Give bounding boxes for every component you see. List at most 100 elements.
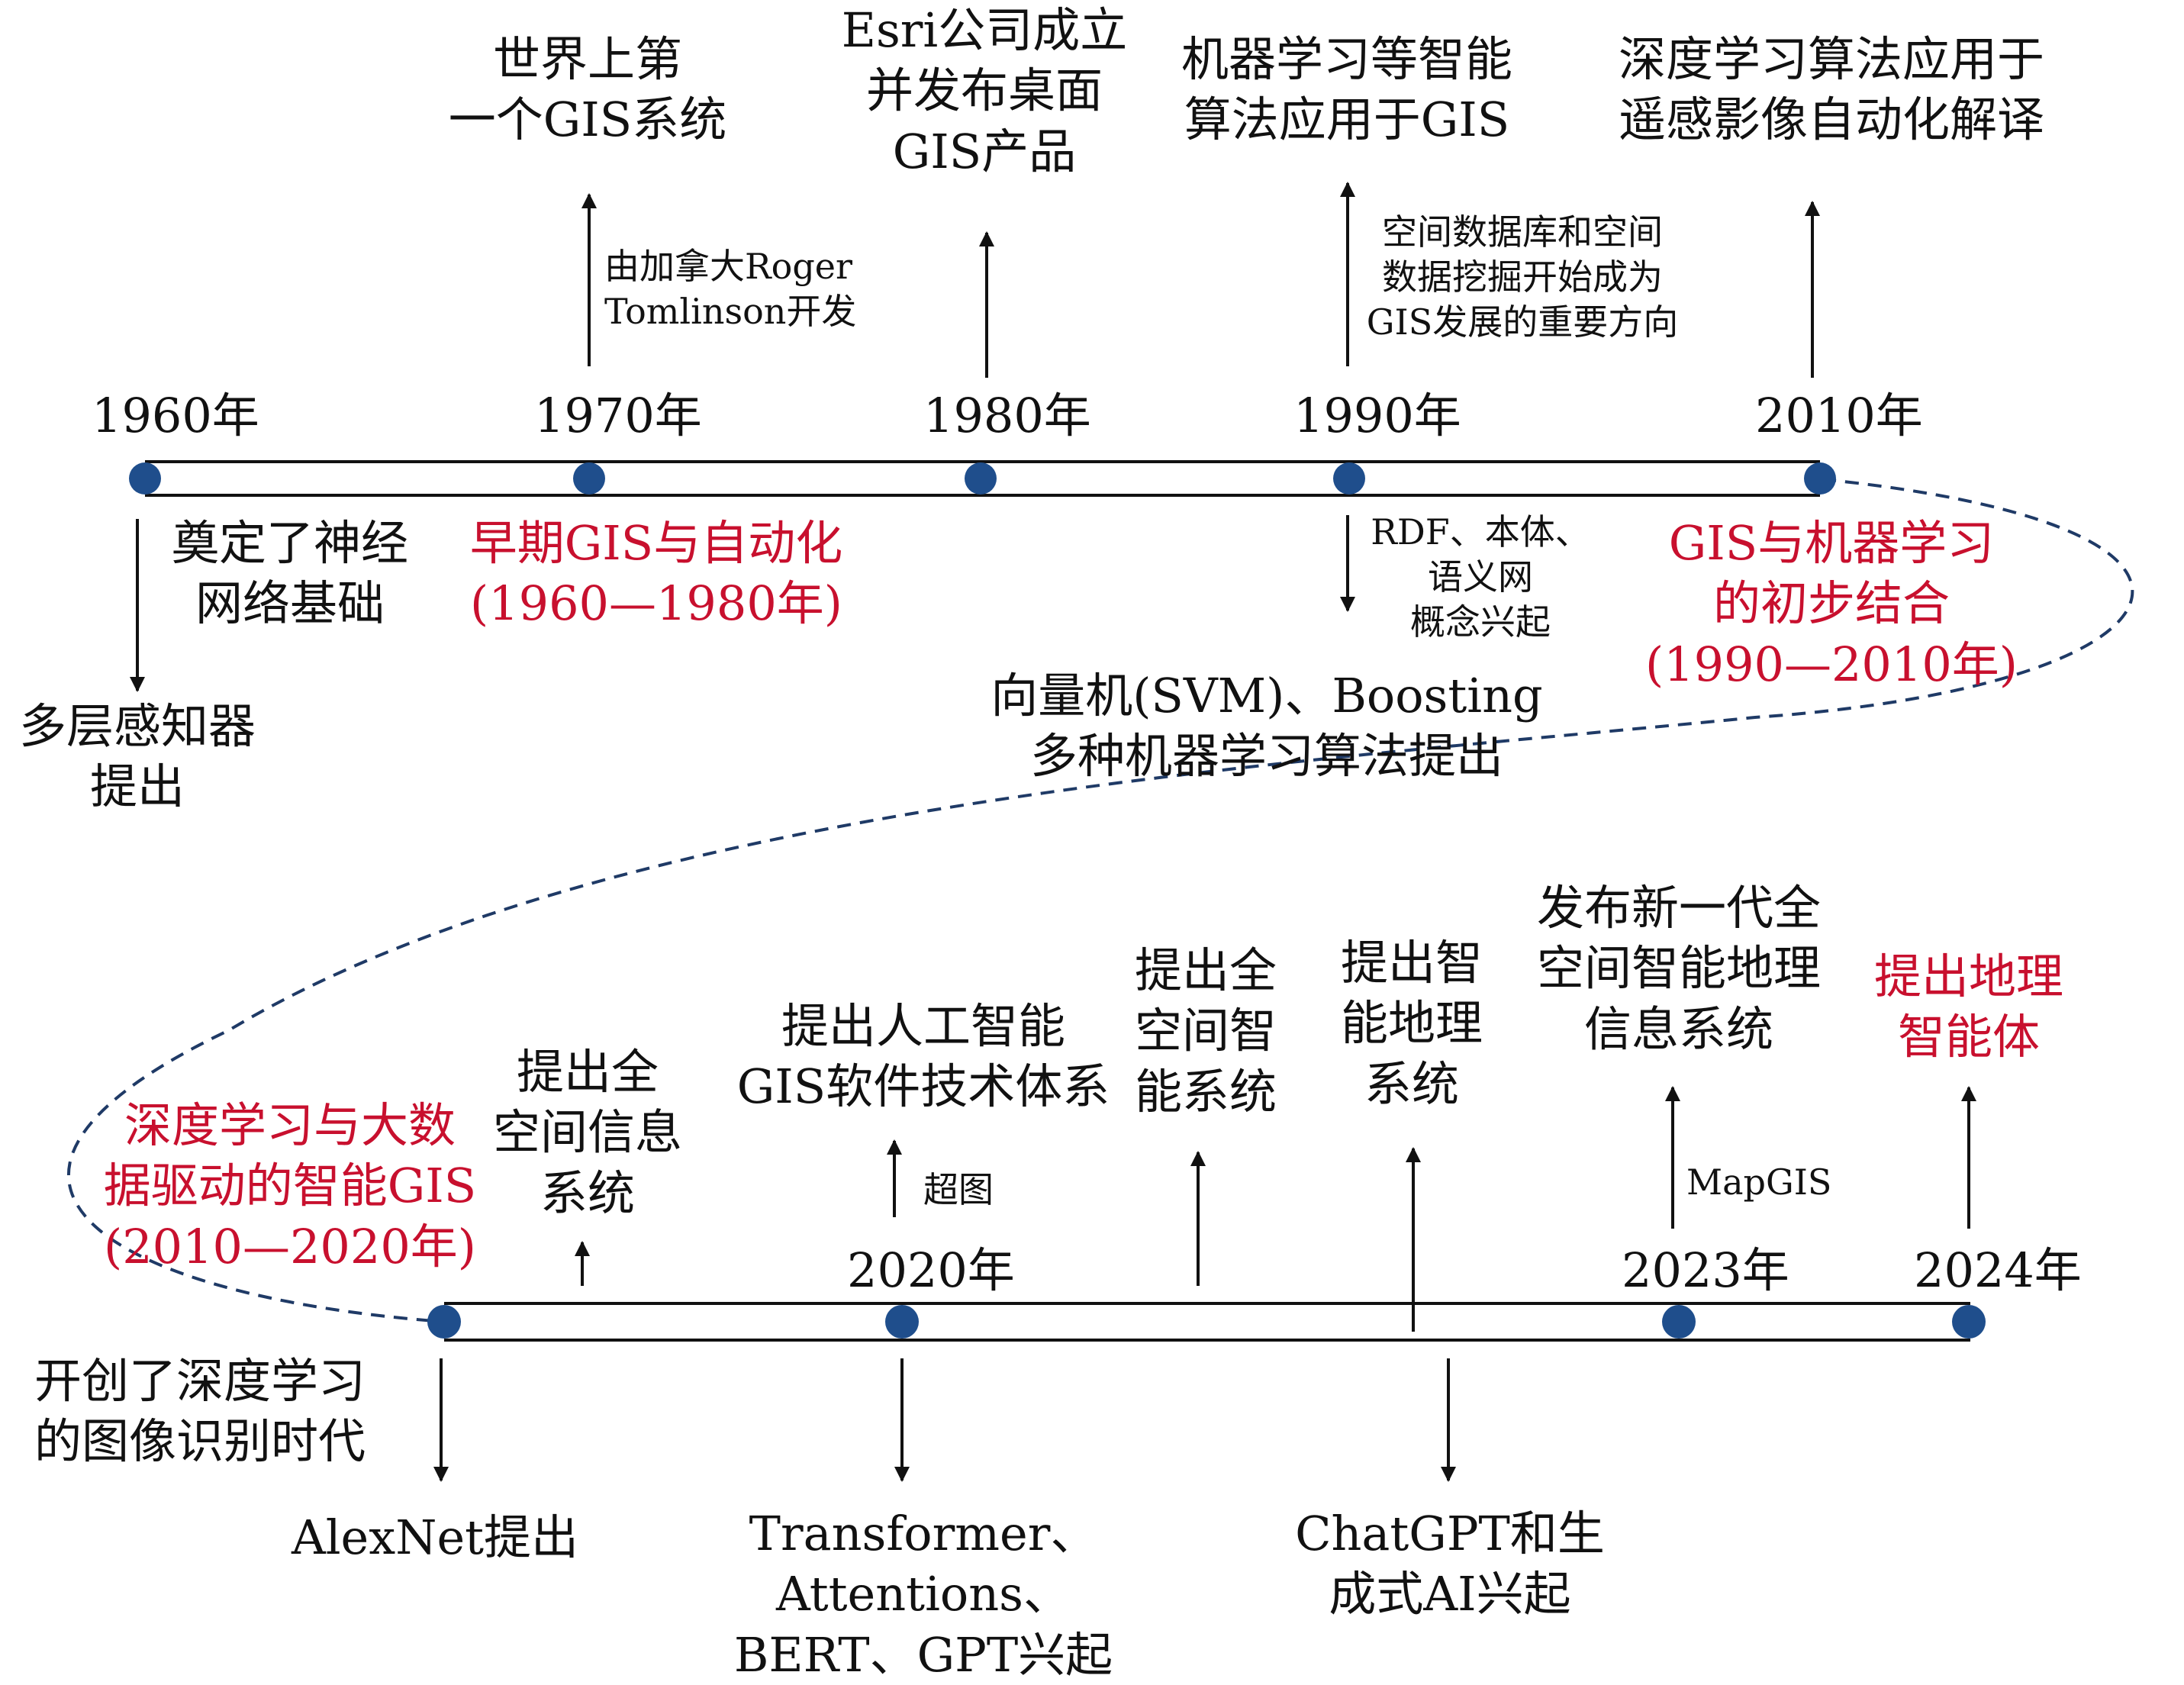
event-line: 发布新一代全 [1536,880,1821,936]
event-line: 世界上第 [492,31,682,87]
stage-early-gis: 早期GIS与自动化 (1960—1980年) [443,513,870,634]
node-2020 [885,1305,919,1339]
note-line: Tomlinson开发 [604,290,857,332]
stage-line: 深度学习与大数 [124,1097,456,1153]
note-mapgis: MapGIS [1686,1160,1854,1205]
note-line: 由加拿大Roger [604,246,852,287]
result-line: BERT、GPT兴起 [733,1626,1113,1683]
event-line: 网络基础 [195,575,385,632]
event-line: GIS产品 [892,123,1077,179]
event-esri: Esri公司成立 并发布桌面 GIS产品 [817,0,1152,182]
year-label-2024: 2024年 [1914,1242,2082,1298]
event-line: 空间智 [1134,1003,1277,1059]
note-line: 数据挖掘开始成为 [1382,256,1663,298]
event-line: 一个GIS系统 [448,92,727,148]
event-ml-gis: 机器学习等智能 算法应用于GIS [1148,29,1545,150]
event-line: 奠定了神经 [171,515,408,571]
year-label-2023: 2023年 [1622,1242,1789,1298]
event-smart-geo-system: 提出智 能地理 系统 [1313,933,1511,1114]
timeline-graphics [67,182,2134,1482]
stage-line: (2010—2020年) [104,1218,476,1274]
note-supermap: 超图 [923,1168,1076,1213]
stage-line: 的初步结合 [1712,575,1950,632]
note-line: MapGIS [1686,1161,1832,1203]
node-1990 [1333,462,1365,495]
event-line: 机器学习等智能 [1181,31,1512,87]
result-line: Transformer、Attentions、 [749,1506,1098,1622]
event-line: 遥感影像自动化解译 [1618,92,2044,148]
bottom-timeline-bar [444,1302,1970,1342]
node-1960 [129,462,161,495]
stage-gis-ml: GIS与机器学习 的初步结合 (1990—2010年) [1641,513,2022,694]
event-line: 提出地理 [1873,949,2063,1004]
note-line: RDF、本体、 [1371,511,1590,553]
event-ai-gis-system: 提出人工智能 GIS软件技术体系 [717,996,1129,1117]
event-line: 深度学习算法应用于 [1618,31,2044,87]
year-label-1960: 1960年 [92,388,259,443]
event-allspace-smart: 提出全 空间智 能系统 [1114,940,1297,1122]
event-line: 的图像识别时代 [34,1413,366,1470]
result-perceptron: 多层感知器 提出 [0,696,275,817]
top-timeline-bar [145,460,1820,497]
event-line: 提出全 [1134,942,1277,998]
note-line: 概念兴起 [1410,601,1551,643]
year-label-2020: 2020年 [847,1242,1015,1298]
event-neural-network: 奠定了神经 网络基础 [153,513,427,634]
node-2010-bottom [427,1305,461,1339]
year-label-2010: 2010年 [1755,388,1923,443]
result-line: ChatGPT和生 [1295,1506,1605,1561]
result-chatgpt: ChatGPT和生 成式AI兴起 [1282,1503,1618,1625]
result-line: 向量机(SVM)、Boosting [991,668,1543,723]
stage-line: 据驱动的智能GIS [103,1158,477,1214]
node-2024 [1952,1305,1986,1339]
note-line: GIS发展的重要方向 [1366,301,1679,343]
event-dl-image-recognition: 开创了深度学习 的图像识别时代 [34,1351,431,1472]
stage-line: (1960—1980年) [470,575,842,632]
result-line: AlexNet提出 [291,1509,579,1565]
event-quanspace-info: 提出全 空间信息 系统 [488,1042,687,1223]
node-1970 [573,462,605,495]
event-line: Esri公司成立 [841,2,1128,58]
result-line: 提出 [89,759,185,815]
event-line: 智能体 [1897,1009,2040,1065]
year-label-1980: 1980年 [923,388,1091,443]
event-line: 能系统 [1134,1063,1277,1120]
event-dl-remote-sensing: 深度学习算法应用于 遥感影像自动化解译 [1587,29,2076,150]
event-line: 提出全 [516,1044,659,1100]
result-line: 成式AI兴起 [1329,1566,1571,1622]
event-geo-agent: 提出地理 智能体 [1854,946,2083,1068]
event-line: 系统 [540,1165,635,1221]
event-line: 开创了深度学习 [34,1353,366,1409]
result-transformer: Transformer、Attentions、 BERT、GPT兴起 [633,1503,1213,1685]
event-line: GIS软件技术体系 [736,1058,1110,1115]
year-label-1970: 1970年 [534,388,702,443]
event-line: 算法应用于GIS [1184,92,1510,148]
event-line: 提出智 [1340,935,1483,991]
note-spatial-db: 空间数据库和空间 数据挖掘开始成为 GIS发展的重要方向 [1351,210,1694,345]
node-2023 [1662,1305,1696,1339]
stage-dl-bigdata: 深度学习与大数 据驱动的智能GIS (2010—2020年) [76,1095,504,1277]
note-line: 语义网 [1428,556,1533,598]
event-line: 能地理 [1340,995,1483,1052]
event-line: 信息系统 [1583,1000,1773,1057]
note-line: 超图 [923,1169,994,1210]
node-2010 [1804,462,1836,495]
note-line: 空间数据库和空间 [1382,211,1663,253]
result-svm-boosting: 向量机(SVM)、Boosting 多种机器学习算法提出 [984,665,1549,787]
node-1980 [965,462,997,495]
event-line: 系统 [1364,1055,1459,1112]
event-line: 提出人工智能 [781,998,1065,1054]
stage-line: (1990—2010年) [1645,636,2018,692]
stage-line: 早期GIS与自动化 [469,515,843,571]
result-line: 多层感知器 [18,698,256,754]
note-tomlinson: 由加拿大Roger Tomlinson开发 [604,244,879,334]
note-rdf-ontology: RDF、本体、 语义网 概念兴起 [1355,510,1606,645]
result-alexnet: AlexNet提出 [259,1507,610,1567]
result-line: 多种机器学习算法提出 [1029,728,1503,785]
event-first-gis: 世界上第 一个GIS系统 [427,29,748,150]
event-line: 空间信息 [492,1104,682,1161]
year-label-1990: 1990年 [1293,388,1461,443]
event-line: 并发布桌面 [865,63,1103,119]
event-new-gen-gis: 发布新一代全 空间智能地理 信息系统 [1511,878,1847,1059]
event-line: 空间智能地理 [1536,940,1821,997]
